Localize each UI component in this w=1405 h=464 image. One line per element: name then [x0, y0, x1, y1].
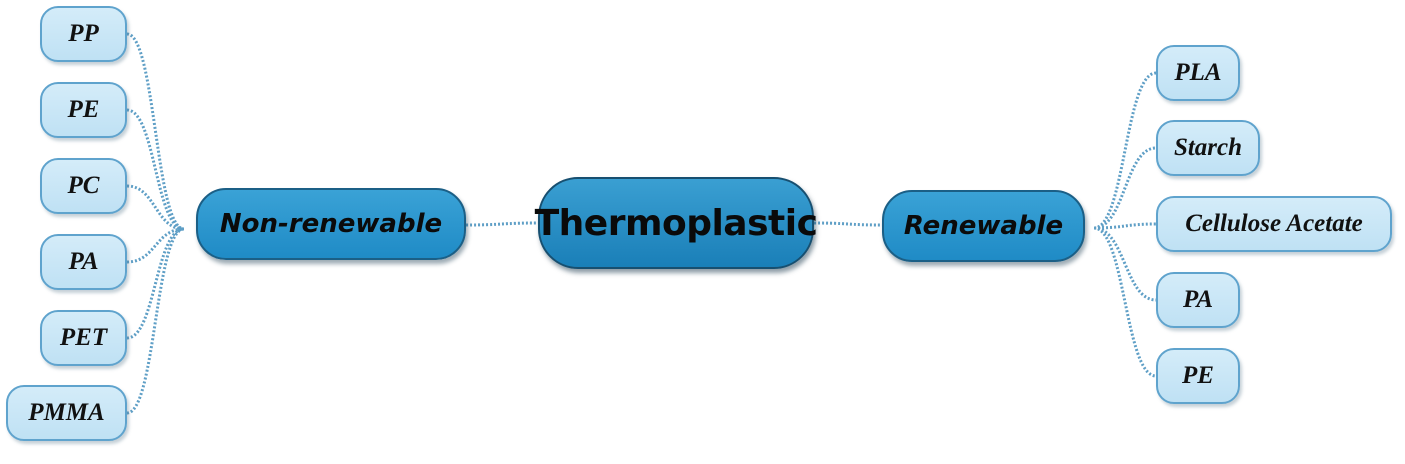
connector-nonrenewable-leaf-0: [126, 32, 185, 231]
leaf-node-pe: PE: [40, 82, 127, 138]
connector-nonrenewable-leaf-4: [126, 227, 185, 340]
leaf-node-pet: PET: [40, 310, 127, 366]
leaf-node-pc: PC: [40, 158, 127, 214]
connector-nonrenewable-leaf-1: [126, 108, 185, 231]
connector-nonrenewable-leaf-5: [126, 227, 185, 415]
connector-nonrenewable-root: [465, 221, 539, 227]
connector-nonrenewable-leaf-3: [126, 227, 185, 264]
leaf-node-pp: PP: [40, 6, 127, 62]
root-node-thermoplastic: Thermoplastic: [535, 177, 818, 269]
connector-renewable-leaf-1: [1093, 146, 1157, 230]
leaf-node-pa-renewable: PA: [1156, 272, 1240, 328]
connector-nonrenewable-leaf-2: [126, 184, 185, 231]
leaf-node-cellulose-acetate: Cellulose Acetate: [1156, 196, 1392, 252]
leaf-node-pe-renewable: PE: [1156, 348, 1240, 404]
connector-renewable-leaf-0: [1093, 71, 1157, 230]
connector-root-renewable: [813, 221, 883, 227]
connector-renewable-leaf-3: [1093, 226, 1157, 302]
leaf-node-starch: Starch: [1156, 120, 1260, 176]
leaf-node-pa: PA: [40, 234, 127, 290]
leaf-node-pmma: PMMA: [6, 385, 127, 441]
leaf-node-pla: PLA: [1156, 45, 1240, 101]
branch-node-renewable: Renewable: [882, 190, 1085, 262]
connector-renewable-leaf-4: [1093, 226, 1157, 378]
branch-node-non-renewable: Non-renewable: [196, 188, 466, 260]
